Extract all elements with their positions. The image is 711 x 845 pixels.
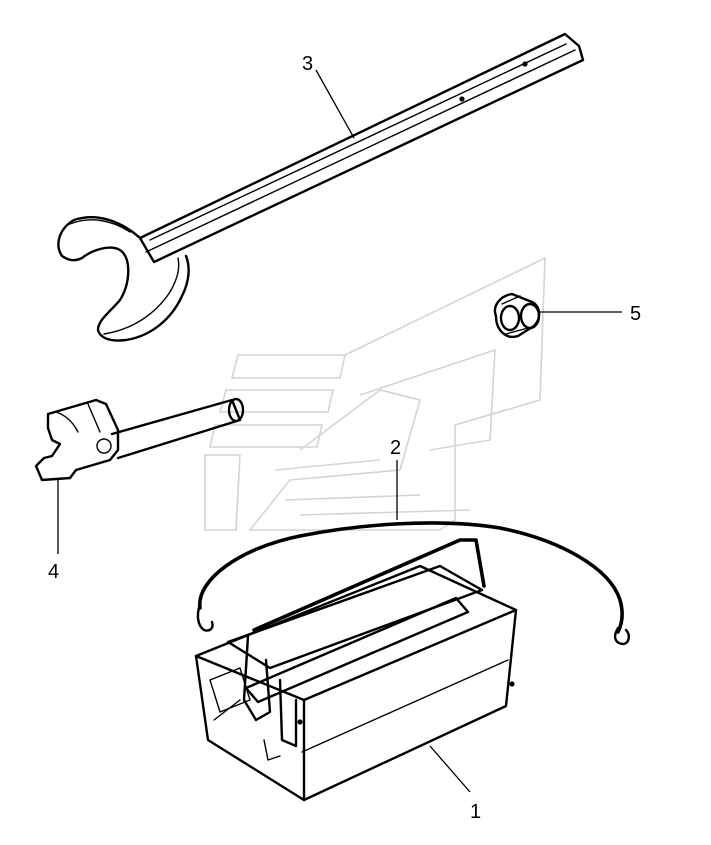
open-end-wrench-drawing <box>57 32 585 342</box>
toolbox-drawing <box>194 538 518 802</box>
callout-number-2: 2 <box>390 437 401 459</box>
leader-line-3 <box>315 69 355 139</box>
leader-lines <box>57 69 622 793</box>
fuse-clip-drawing <box>493 292 541 339</box>
watermark-logo <box>204 256 546 531</box>
pin-wrench-drawing <box>34 397 245 482</box>
callout-number-5: 5 <box>630 303 641 325</box>
leader-line-1 <box>429 745 471 793</box>
callout-number-1: 1 <box>470 801 481 823</box>
callout-number-3: 3 <box>302 53 313 75</box>
callout-number-4: 4 <box>48 561 59 583</box>
elastic-cord-drawing <box>196 521 630 646</box>
